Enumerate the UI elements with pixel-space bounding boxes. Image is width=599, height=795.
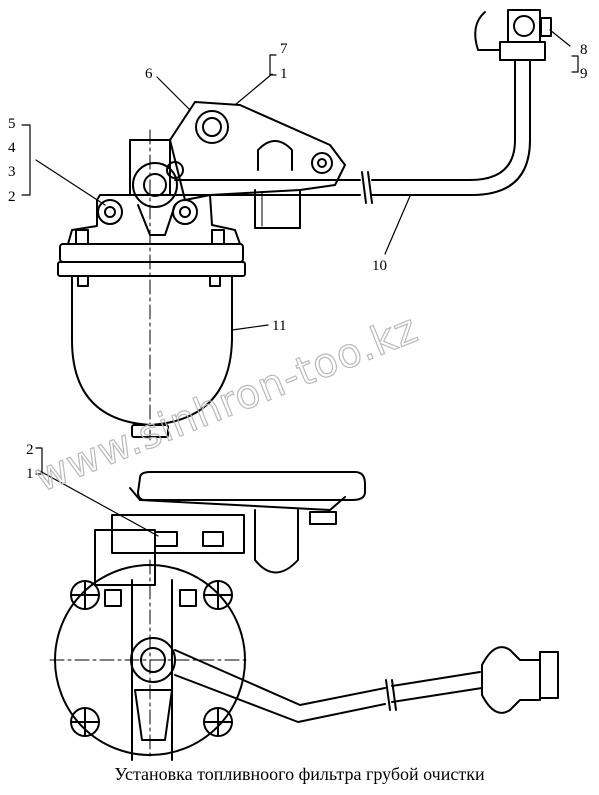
filter-flange [59,243,244,263]
cover-plate [137,471,366,501]
callout-bottom-2: 2 [26,442,34,458]
callout-3: 3 [8,164,16,180]
callout-10: 10 [372,258,387,274]
callout-5: 5 [8,116,16,132]
bracket-bolt [195,110,229,144]
callout-6: 6 [145,66,153,82]
fuel-pipe [174,179,361,196]
callout-1: 1 [280,66,288,82]
pipe-end-fitting-plan [481,646,541,714]
callout-2: 2 [8,189,16,205]
callout-8: 8 [580,42,588,58]
bracket-bolt-right [311,152,333,174]
callout-4: 4 [8,140,16,156]
callout-9: 9 [580,66,588,82]
pipe-end-fitting [499,41,546,61]
figure-caption: Установка топливноого фильтра грубой очи… [114,764,485,784]
head-bolt-left [97,199,123,225]
union-fitting [132,162,178,208]
callout-7: 7 [280,41,288,57]
filter-head [67,194,241,245]
fuel-pipe-plan [174,649,386,723]
bottom-head-body [111,514,245,554]
plan-bolts [70,580,233,737]
callout-11: 11 [272,318,286,334]
head-bolt-right [172,199,198,225]
mounting-bracket [169,101,346,201]
callout-bottom-1: 1 [26,466,34,482]
